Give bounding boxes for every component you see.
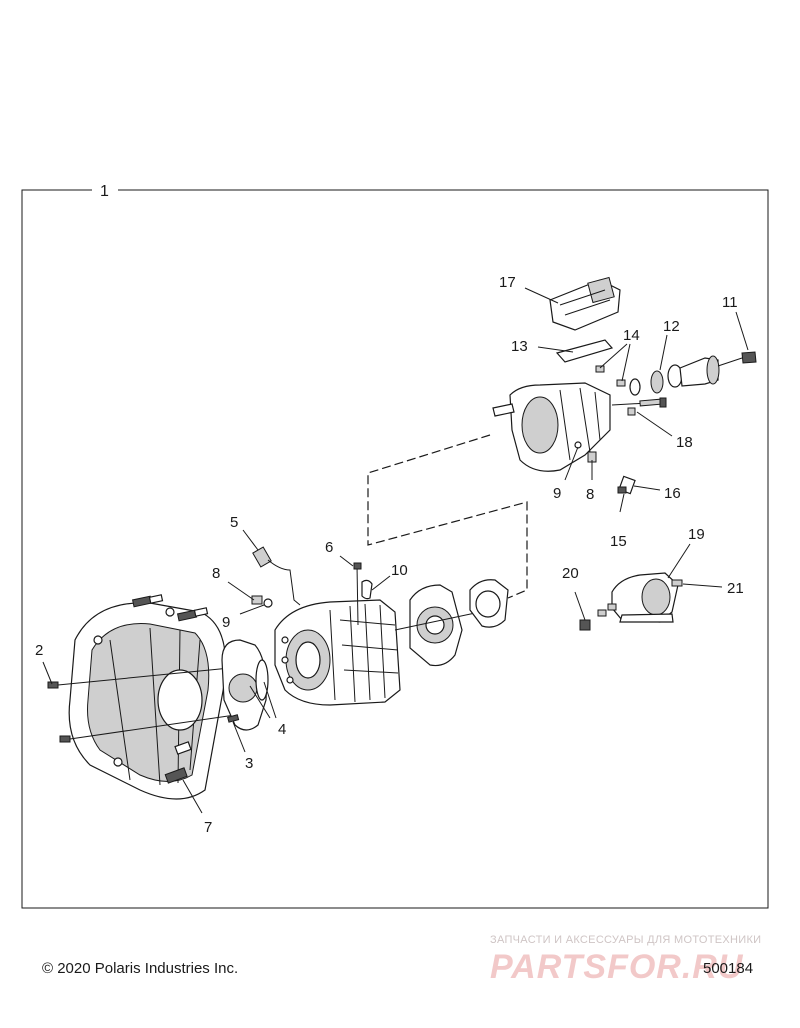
callout-4: 4 <box>278 721 286 738</box>
callout-10: 10 <box>391 562 408 579</box>
callout-6: 6 <box>325 539 333 556</box>
callout-9-upper: 9 <box>553 485 561 502</box>
callout-19: 19 <box>688 526 705 543</box>
callout-5: 5 <box>230 514 238 531</box>
assembly-frame: 1 <box>21 183 769 909</box>
callout-numbers: 2 3 4 5 6 7 8 8 9 9 10 11 12 13 14 15 16… <box>35 274 744 836</box>
watermark-logo: PARTSFOR.RU <box>490 948 744 986</box>
drain-plug-upper <box>574 441 597 463</box>
gearbox-case <box>274 599 401 706</box>
gear-selector <box>549 276 621 331</box>
rear-cover-plate <box>394 584 481 667</box>
callout-2: 2 <box>35 642 43 659</box>
assembly-guide-lines <box>367 434 528 599</box>
cover-gasket <box>555 339 614 363</box>
callout-21: 21 <box>727 580 744 597</box>
watermark-tagline: ЗАПЧАСТИ И АКСЕССУАРЫ ДЛЯ МОТОТЕХНИКИ <box>490 934 762 946</box>
callout-20: 20 <box>562 565 579 582</box>
drain-plug-left <box>251 595 273 608</box>
callout-13: 13 <box>511 338 528 355</box>
callout-17: 17 <box>499 274 516 291</box>
leader-lines <box>42 287 749 814</box>
bearing-retainer <box>221 639 269 731</box>
callout-8-left: 8 <box>212 565 220 582</box>
sensor-part-5 <box>252 546 301 606</box>
output-shaft <box>629 351 757 396</box>
rear-housing <box>492 382 666 472</box>
callout-9-left: 9 <box>222 614 230 631</box>
callout-11: 11 <box>722 294 738 311</box>
callout-1: 1 <box>100 183 109 200</box>
bolt-18 <box>627 397 667 416</box>
sensor-15-16 <box>617 475 636 495</box>
callout-3: 3 <box>245 755 253 772</box>
bell-housing-bolts <box>47 594 236 784</box>
callout-16: 16 <box>664 485 681 502</box>
figure-number: 500184 <box>703 960 754 977</box>
fasteners-14 <box>595 365 626 387</box>
shift-rod <box>353 562 373 626</box>
callout-18: 18 <box>676 434 693 451</box>
callout-7: 7 <box>204 819 212 836</box>
bell-housing <box>68 602 227 800</box>
callout-15: 15 <box>610 533 627 550</box>
copyright-notice: © 2020 Polaris Industries Inc. <box>42 960 239 977</box>
callout-12: 12 <box>663 318 680 335</box>
actuator-bracket <box>579 572 683 631</box>
callout-14: 14 <box>623 327 640 344</box>
gasket <box>469 579 509 628</box>
callout-8-upper: 8 <box>586 486 594 503</box>
